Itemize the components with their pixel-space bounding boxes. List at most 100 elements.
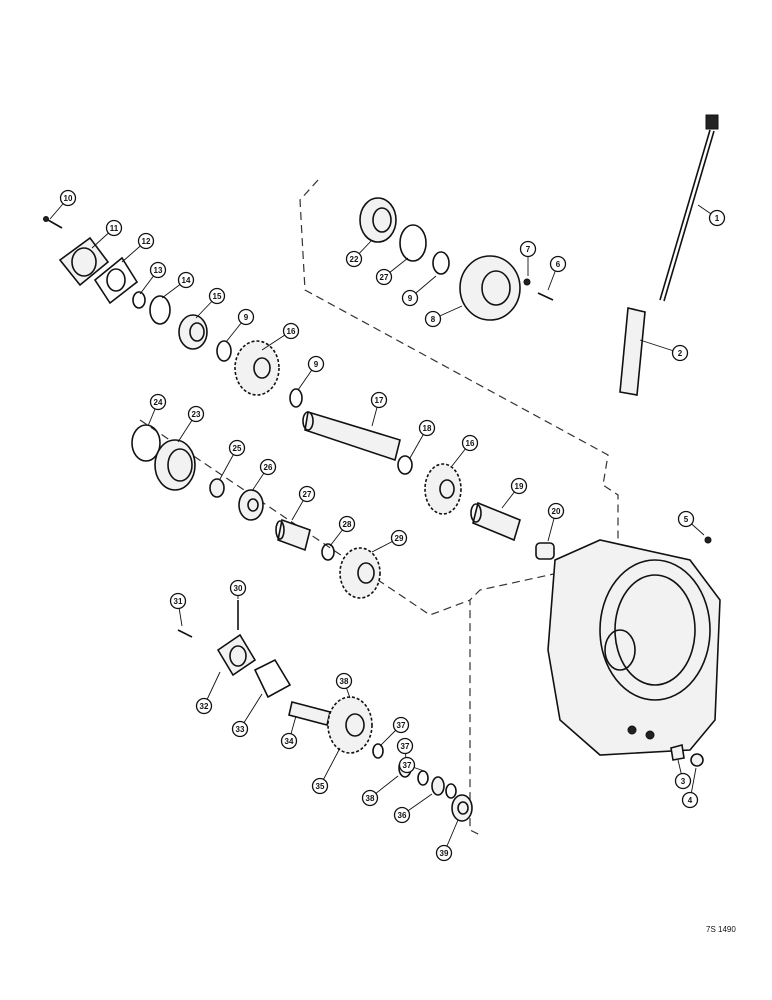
bearing: [238, 489, 264, 521]
callout-circle: [671, 344, 689, 362]
bearing-cup: [154, 439, 196, 491]
callout-circle: [311, 777, 329, 795]
needle-bearing: [431, 776, 445, 796]
callout-14: 14: [177, 271, 195, 289]
callout-27: 27: [375, 268, 393, 286]
callout-circle: [510, 477, 528, 495]
callout-circle: [375, 268, 393, 286]
callout-35: 35: [311, 777, 329, 795]
snap-ring: [417, 770, 429, 786]
gasket: [93, 256, 139, 305]
dipstick: [659, 114, 719, 302]
callout-number: 27: [303, 490, 312, 499]
thrust-washer: [451, 794, 473, 822]
callout-number: 25: [233, 444, 242, 453]
callout-circle: [228, 439, 246, 457]
callout-38: 38: [361, 789, 379, 807]
callout-15: 15: [208, 287, 226, 305]
callout-number: 26: [264, 463, 273, 472]
callout-circle: [149, 261, 167, 279]
callout-circle: [390, 529, 408, 547]
callout-number: 37: [397, 721, 406, 730]
gear: [234, 340, 280, 396]
lock-washer: [523, 278, 531, 286]
callout-circle: [338, 515, 356, 533]
callout-number: 33: [236, 725, 245, 734]
drain-plug: [670, 743, 685, 761]
snap-ring: [321, 543, 335, 561]
callout-number: 28: [343, 520, 352, 529]
callout-19: 19: [510, 477, 528, 495]
callout-circle: [187, 405, 205, 423]
callout-number: 5: [684, 515, 689, 524]
callout-28: 28: [338, 515, 356, 533]
callout-29: 29: [390, 529, 408, 547]
assembly-path-outline-left: [139, 419, 471, 616]
callout-number: 3: [681, 777, 686, 786]
plug-screw: [704, 536, 712, 544]
callout-number: 8: [431, 315, 436, 324]
callout-circle: [259, 458, 277, 476]
callout-circle: [105, 219, 123, 237]
callout-number: 27: [380, 273, 389, 282]
transmission-housing: [547, 539, 721, 756]
figure-id: 7S 1490: [706, 925, 736, 934]
callout-circle: [677, 510, 695, 528]
bearing: [359, 197, 397, 243]
callout-number: 13: [154, 266, 163, 275]
callout-layer: 1011121314159169242325262728291718161920…: [49, 189, 726, 862]
callout-circle: [177, 271, 195, 289]
callout-38: 38: [335, 672, 353, 690]
callout-number: 12: [142, 237, 151, 246]
callout-13: 13: [149, 261, 167, 279]
callout-circle: [418, 419, 436, 437]
dipstick-tube: [619, 307, 646, 396]
callout-circle: [396, 737, 414, 755]
callout-20: 20: [547, 502, 565, 520]
callout-23: 23: [187, 405, 205, 423]
callout-1: 1: [708, 209, 726, 227]
snap-ring: [216, 340, 232, 362]
callout-number: 20: [552, 507, 561, 516]
callout-9: 9: [237, 308, 255, 326]
bushing: [535, 542, 555, 560]
callout-8: 8: [424, 310, 442, 328]
callout-number: 10: [64, 194, 73, 203]
callout-18: 18: [418, 419, 436, 437]
callout-4: 4: [681, 791, 699, 809]
callout-circle: [59, 189, 77, 207]
callout-number: 9: [244, 313, 249, 322]
callout-circle: [461, 434, 479, 452]
callout-10: 10: [59, 189, 77, 207]
callout-number: 2: [678, 349, 683, 358]
callout-number: 36: [398, 811, 407, 820]
seal-ring: [399, 224, 427, 262]
callout-25: 25: [228, 439, 246, 457]
thrust-washer: [209, 478, 225, 498]
callout-number: 24: [154, 398, 163, 407]
callout-number: 30: [234, 584, 243, 593]
callout-number: 18: [423, 424, 432, 433]
sleeve: [470, 501, 521, 542]
callout-circle: [231, 720, 249, 738]
callout-9: 9: [307, 355, 325, 373]
callout-number: 38: [366, 794, 375, 803]
callout-number: 31: [174, 597, 183, 606]
callout-number: 15: [213, 292, 222, 301]
callout-7: 7: [519, 240, 537, 258]
callout-circle: [401, 289, 419, 307]
callout-number: 22: [350, 255, 359, 264]
bolt: [537, 292, 554, 301]
callout-number: 9: [314, 360, 319, 369]
callout-circle: [681, 791, 699, 809]
callout-37: 37: [392, 716, 410, 734]
spacer-sleeve: [275, 518, 311, 552]
callout-circle: [208, 287, 226, 305]
callout-number: 29: [395, 534, 404, 543]
callout-number: 16: [466, 439, 475, 448]
callout-number: 4: [688, 796, 693, 805]
callout-circle: [282, 322, 300, 340]
callout-5: 5: [677, 510, 695, 528]
callout-16: 16: [282, 322, 300, 340]
callout-circle: [345, 250, 363, 268]
